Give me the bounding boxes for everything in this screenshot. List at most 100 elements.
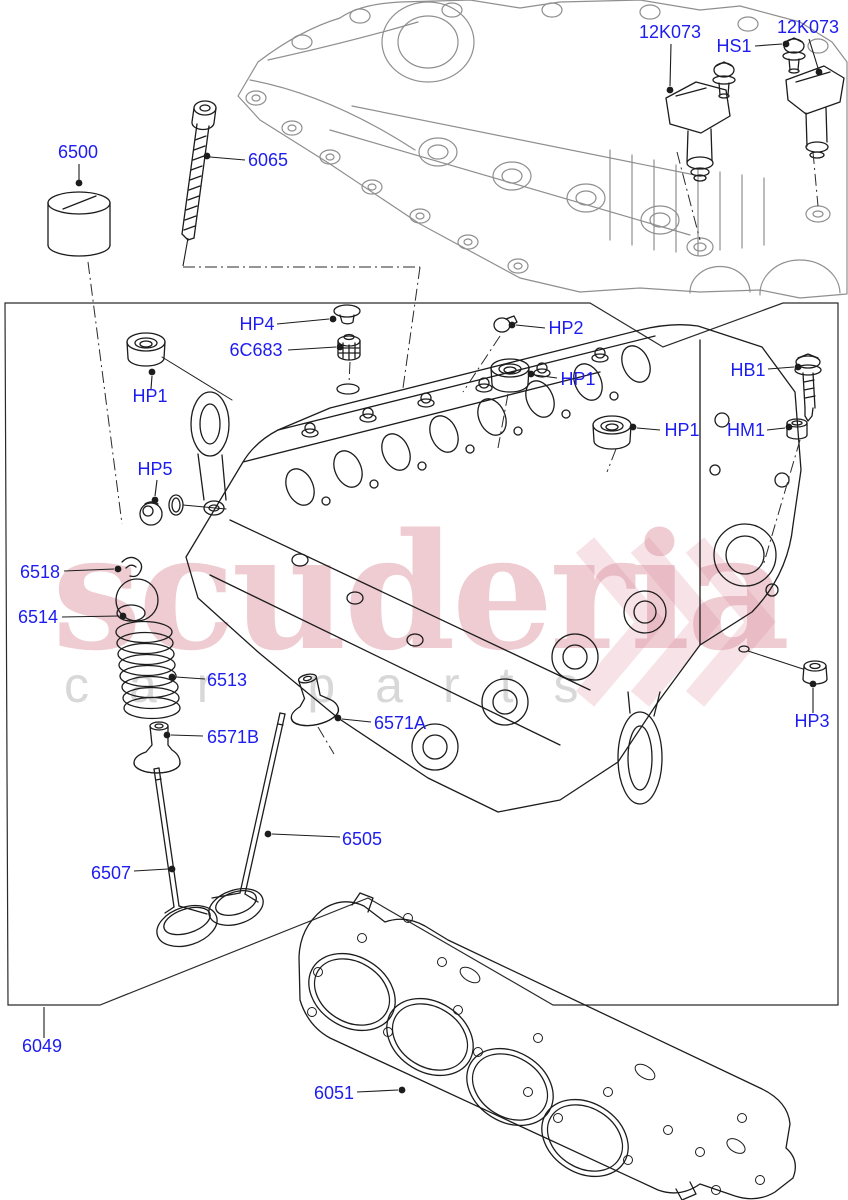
cover-coil-wells <box>418 137 680 235</box>
head-spark-tubes <box>411 590 667 771</box>
head-lifting-eye-left <box>190 391 230 516</box>
plug-6C683 <box>337 333 361 361</box>
group-boundary-box <box>4 302 839 1006</box>
assembly-centerlines <box>87 151 819 755</box>
part-label-hp5-13[interactable]: HP5 <box>137 459 172 479</box>
part-label-hp3-23[interactable]: HP3 <box>794 711 829 731</box>
part-label-6518-14[interactable]: 6518 <box>20 562 60 582</box>
part-label-6c683-6[interactable]: 6C683 <box>229 340 282 360</box>
valve-stem-seal-6571A <box>290 673 340 727</box>
part-label-hb1-11[interactable]: HB1 <box>730 360 765 380</box>
grommet-HP1-mid <box>490 358 530 393</box>
leader-dot-hp2-7 <box>508 321 516 329</box>
leader-line-hp5-13 <box>154 479 158 497</box>
part-label-6505-19[interactable]: 6505 <box>342 829 382 849</box>
bushing-HP3 <box>747 650 828 685</box>
sensor-bolt-right-HS1 <box>782 37 806 74</box>
part-label-hp2-7[interactable]: HP2 <box>548 318 583 338</box>
head-right-end <box>699 339 790 653</box>
leader-line-hp1-9 <box>534 374 558 379</box>
head-gasket-6051 <box>298 892 796 1200</box>
leader-dot-6513-16 <box>168 673 176 681</box>
valve-cover <box>237 0 848 299</box>
leader-line-6571b-17 <box>170 734 204 737</box>
leader-line-hp1-8 <box>150 375 153 390</box>
part-label-6500-0[interactable]: 6500 <box>58 142 98 162</box>
part-label-hp4-5[interactable]: HP4 <box>239 314 274 334</box>
leader-dot-hp1-8 <box>148 368 156 376</box>
leader-line-6051-22 <box>356 1089 399 1093</box>
valve-collet-6518 <box>121 556 143 578</box>
part-label-6571b-17[interactable]: 6571B <box>207 727 259 747</box>
leader-line-6c683-6 <box>287 346 337 351</box>
sensor-bolt-left-HS1 <box>712 61 736 99</box>
gasket-holes <box>307 913 765 1195</box>
leader-line-hp2-7 <box>515 324 546 329</box>
part-label-6513-16[interactable]: 6513 <box>207 670 247 690</box>
part-label-6049-21[interactable]: 6049 <box>22 1036 62 1056</box>
bolt-threads <box>183 135 207 231</box>
leader-dot-hp5-13 <box>151 496 159 504</box>
leader-dot-6571b-17 <box>163 731 171 739</box>
part-label-6571a-18[interactable]: 6571A <box>374 713 426 733</box>
cap-HP4 <box>333 304 361 325</box>
plug-HP5 <box>139 494 227 526</box>
part-label-6065-1[interactable]: 6065 <box>248 150 288 170</box>
bushing-HM1 <box>786 418 808 440</box>
leader-line-6505-19 <box>271 833 341 838</box>
part-label-hm1-12[interactable]: HM1 <box>727 420 765 440</box>
valve-6505 <box>208 712 286 926</box>
leader-dot-hm1-12 <box>785 423 793 431</box>
leader-dot-6051-22 <box>398 1086 406 1094</box>
part-label-6507-20[interactable]: 6507 <box>91 863 131 883</box>
spring-retainer-6514 <box>115 578 159 622</box>
grommet-HP1-left <box>126 332 233 401</box>
leader-dot-6500-0 <box>75 179 83 187</box>
cover-bolt-bosses <box>245 2 829 274</box>
leader-dot-6505-19 <box>264 830 272 838</box>
cam-sensor-left-12K073 <box>665 81 731 182</box>
leader-dot-hp4-5 <box>329 315 337 323</box>
part-label-12k073-2[interactable]: 12K073 <box>639 22 701 42</box>
leader-line-hp4-5 <box>276 318 330 325</box>
leader-line-6514-15 <box>61 615 120 618</box>
cam-sensor-right-12K073 <box>785 65 845 159</box>
leader-dot-6518-14 <box>114 565 122 573</box>
leader-dot-hp1-10 <box>629 423 637 431</box>
bolt-6065 <box>181 100 217 241</box>
part-label-6051-22[interactable]: 6051 <box>314 1083 354 1103</box>
leader-line-12k073-4 <box>808 38 819 69</box>
head-lifting-eye-right <box>617 691 663 805</box>
leader-line-6065-1 <box>209 156 246 161</box>
part-label-12k073-4[interactable]: 12K073 <box>777 17 839 37</box>
leader-line-6507-20 <box>133 868 169 872</box>
part-label-hs1-3[interactable]: HS1 <box>716 36 751 56</box>
valve-stem-seal-6571B <box>133 721 181 774</box>
leader-dot-12k073-2 <box>666 86 674 94</box>
leader-line-hb1-11 <box>767 366 795 370</box>
bolt-HB1 <box>794 353 822 422</box>
grommet-HP1-right <box>592 415 632 450</box>
leader-line-12k073-2 <box>669 43 672 87</box>
leader-dot-6507-20 <box>168 865 176 873</box>
part-label-hp1-9[interactable]: HP1 <box>560 369 595 389</box>
leader-dot-6c683-6 <box>336 343 344 351</box>
tappet-6500 <box>47 191 111 257</box>
part-label-hp1-10[interactable]: HP1 <box>664 420 699 440</box>
leader-dot-12k073-4 <box>815 68 823 76</box>
leader-dot-6571a-18 <box>334 714 342 722</box>
part-label-hp1-8[interactable]: HP1 <box>132 386 167 406</box>
valve-6507 <box>153 767 218 948</box>
leader-line-6513-16 <box>175 676 206 680</box>
leader-dot-hs1-3 <box>782 40 790 48</box>
leader-line-hm1-12 <box>766 427 786 431</box>
watermark-brand-text: scuderia <box>52 498 787 686</box>
leader-dot-hp3-23 <box>809 680 817 688</box>
cylinder-head <box>185 324 802 813</box>
watermark: scuderia car parts <box>52 498 791 713</box>
part-label-6514-15[interactable]: 6514 <box>18 607 58 627</box>
cover-sensor-bosses <box>686 205 831 257</box>
